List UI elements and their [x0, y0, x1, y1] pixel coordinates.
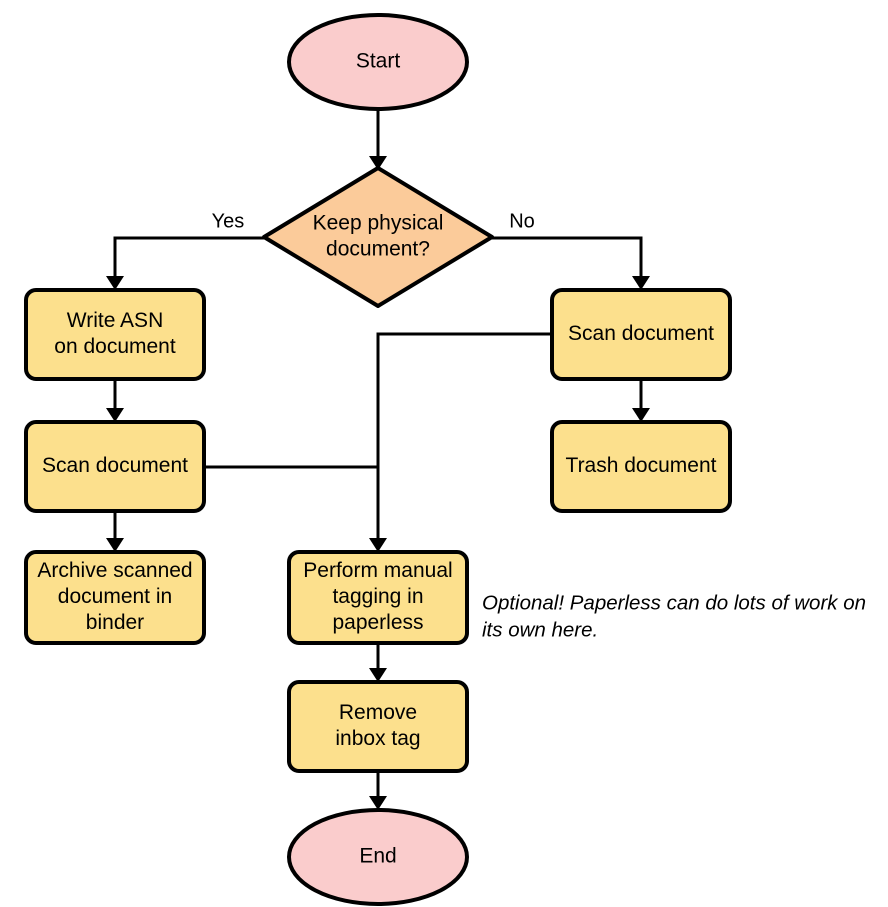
node-write-asn[interactable]: Write ASN on document — [24, 288, 206, 381]
process-shape[interactable] — [287, 680, 469, 773]
edge-start-to-decision — [369, 110, 387, 170]
terminator-shape[interactable] — [287, 808, 469, 906]
edge-write-asn-to-scan-left — [106, 379, 124, 422]
node-scan-right[interactable]: Scan document — [550, 288, 732, 381]
edge-path — [376, 332, 552, 544]
process-shape[interactable] — [550, 288, 732, 381]
node-label: Start — [356, 50, 401, 73]
node-label: tagging in — [332, 585, 423, 608]
node-label: on document — [54, 335, 176, 358]
node-label: Keep physical — [313, 212, 444, 235]
node-start[interactable]: Start — [287, 13, 469, 111]
edge-scan-right-to-trash — [632, 379, 650, 422]
edge-tagging-to-remove-inbox — [369, 643, 387, 682]
node-label: End — [359, 845, 396, 868]
node-label: Remove — [339, 701, 417, 724]
node-label: Write ASN — [67, 309, 163, 332]
arrowhead-icon — [369, 156, 387, 170]
annotations-layer: Optional! Paperless can do lots of work … — [482, 591, 866, 641]
arrowhead-icon — [632, 408, 650, 422]
node-label: document? — [326, 238, 430, 261]
node-label: Perform manual — [303, 559, 452, 582]
node-label: inbox tag — [335, 727, 420, 750]
arrowhead-icon — [369, 668, 387, 682]
node-label: binder — [86, 611, 144, 634]
node-end[interactable]: End — [287, 808, 469, 906]
edge-scan-left-to-archive — [106, 511, 124, 552]
terminator-shape[interactable] — [287, 13, 469, 111]
node-scan-left[interactable]: Scan document — [24, 420, 206, 513]
arrowhead-icon — [369, 538, 387, 552]
arrowhead-icon — [106, 408, 124, 422]
edge-remove-inbox-to-end — [369, 771, 387, 810]
process-shape[interactable] — [24, 288, 206, 381]
node-label: Archive scanned — [37, 559, 192, 582]
edges-layer: Yes No — [106, 110, 650, 810]
node-decision[interactable]: Keep physical document? — [262, 166, 494, 308]
node-label: paperless — [332, 611, 423, 634]
arrowhead-icon — [106, 538, 124, 552]
node-remove-inbox[interactable]: Remove inbox tag — [287, 680, 469, 773]
arrowhead-icon — [369, 796, 387, 810]
node-label: Scan document — [568, 322, 714, 345]
decision-shape[interactable] — [262, 166, 494, 308]
node-archive[interactable]: Archive scanned document in binder — [24, 550, 206, 645]
node-label: Trash document — [566, 454, 717, 477]
edge-label-decision-yes: Yes — [212, 210, 245, 232]
arrowhead-icon — [106, 276, 124, 290]
node-manual-tagging[interactable]: Perform manual tagging in paperless — [287, 550, 469, 645]
node-label: document in — [58, 585, 172, 608]
arrowhead-icon — [632, 276, 650, 290]
node-label: Scan document — [42, 454, 188, 477]
node-trash[interactable]: Trash document — [550, 420, 732, 513]
edge-label-decision-no: No — [509, 210, 535, 232]
process-shape[interactable] — [24, 420, 206, 513]
edge-decision-no: No — [492, 210, 650, 290]
edge-decision-yes: Yes — [106, 210, 264, 290]
edge-path — [113, 236, 264, 282]
process-shape[interactable] — [24, 550, 206, 645]
annotation-line: its own here. — [482, 618, 598, 641]
annotation-line: Optional! Paperless can do lots of work … — [482, 591, 866, 614]
annotation-optional-note: Optional! Paperless can do lots of work … — [482, 591, 866, 641]
edge-path — [492, 236, 643, 282]
process-shape[interactable] — [550, 420, 732, 513]
process-shape[interactable] — [287, 550, 469, 645]
edge-scan-right-to-tagging — [369, 332, 552, 552]
